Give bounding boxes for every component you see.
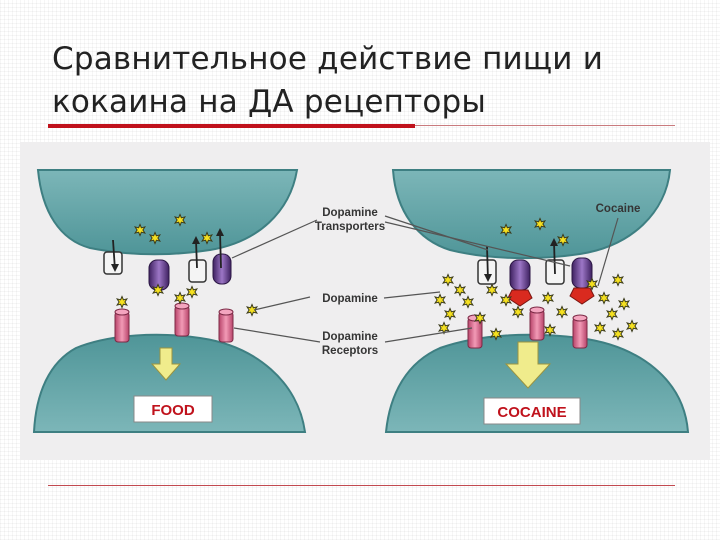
receptors-label-line1: Dopamine: [322, 331, 378, 343]
dopamine-receptor: [572, 314, 588, 349]
transporter-purple-blocked: [507, 259, 533, 307]
cocaine-label: COCAINE: [497, 404, 566, 421]
transporter-white: [188, 236, 207, 283]
synapse-figure: FOOD COCAINE Dopamine Transporters Dopam…: [20, 142, 710, 460]
cocaine-label-box: COCAINE: [483, 397, 581, 425]
receptors-label-line2: Receptors: [322, 345, 378, 357]
title-underline-accent: [48, 124, 415, 128]
synapse-diagram: FOOD COCAINE Dopamine Transporters Dopam…: [32, 169, 690, 433]
title-underline: [415, 125, 675, 126]
transporters-label-line1: Dopamine: [322, 207, 378, 219]
right-postsynaptic-neuron: [384, 333, 690, 433]
dopamine-receptor: [174, 302, 190, 337]
dopamine-receptor: [218, 308, 234, 343]
right-down-arrow: [504, 341, 552, 389]
transporter-purple: [148, 259, 170, 291]
slide-title: Сравнительное действие пищи и кокаина на…: [52, 41, 604, 120]
transporter-white: [545, 238, 565, 285]
cocaine-callout-label: Cocaine: [596, 203, 641, 215]
dopamine-receptor: [114, 308, 130, 343]
transporter-white: [103, 239, 123, 275]
leader-lines: [231, 215, 619, 343]
transporter-purple: [212, 228, 232, 285]
transporter-white: [477, 245, 497, 285]
food-label: FOOD: [151, 402, 194, 419]
left-presynaptic-neuron: [36, 169, 299, 256]
dopamine-receptor: [529, 306, 545, 341]
dopamine-label: Dopamine: [322, 293, 378, 305]
footer-rule: [48, 485, 675, 486]
transporters-label-line2: Transporters: [315, 221, 385, 233]
food-label-box: FOOD: [133, 395, 213, 423]
left-down-arrow: [150, 347, 182, 381]
left-postsynaptic-neuron: [32, 333, 307, 433]
